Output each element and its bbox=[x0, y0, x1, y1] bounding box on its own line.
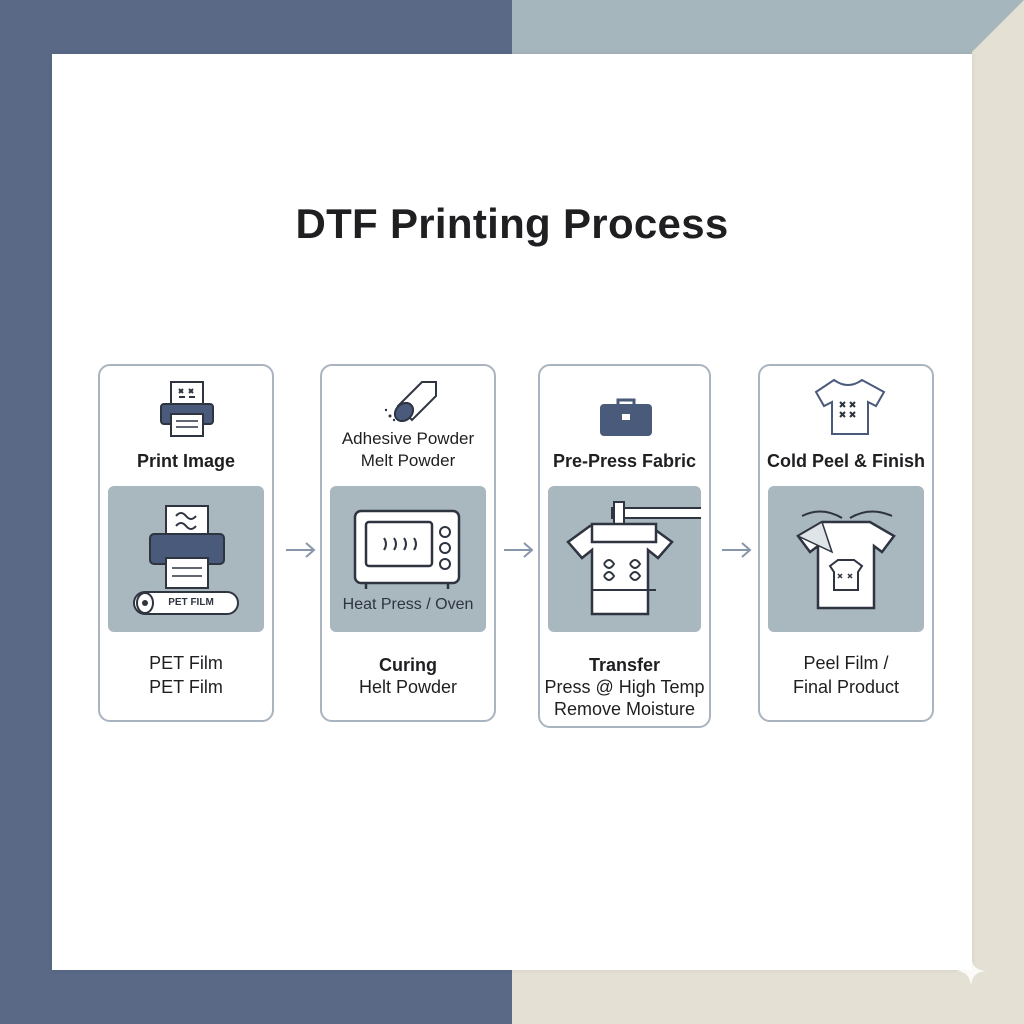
film-roll-label: PET FILM bbox=[168, 597, 214, 608]
printer-film-illustration bbox=[149, 505, 225, 589]
film-roll-icon bbox=[133, 591, 239, 615]
step-illustration-panel: PET FILM bbox=[108, 486, 264, 632]
background-cream-strip bbox=[972, 52, 1024, 512]
sparkle-icon bbox=[956, 956, 986, 986]
powder-shaker-icon bbox=[384, 381, 437, 422]
step-caption-1: Press @ High Temp bbox=[544, 677, 705, 697]
step-curing: Adhesive Powder Melt Powder Heat Press /… bbox=[320, 364, 496, 722]
step-heading: Pre-Press Fabric bbox=[552, 451, 697, 471]
step-caption-1: Peel Film / bbox=[803, 653, 889, 673]
arrow-right-icon bbox=[722, 542, 752, 558]
step-illustration-panel: Heat Press / Oven bbox=[330, 486, 486, 632]
arrow-right-icon bbox=[286, 542, 316, 558]
step-heading: Curing bbox=[379, 655, 437, 675]
step-top-line-1: Adhesive Powder bbox=[341, 429, 475, 448]
step-top-line-2: Melt Powder bbox=[360, 451, 456, 470]
printer-icon bbox=[160, 381, 214, 437]
toolbox-icon bbox=[600, 398, 652, 436]
step-caption-2: PET Film bbox=[149, 677, 223, 697]
page-title: DTF Printing Process bbox=[295, 200, 729, 247]
step-illustration-panel bbox=[548, 486, 701, 632]
step-illustration-panel bbox=[768, 486, 924, 632]
step-heading: Cold Peel & Finish bbox=[766, 451, 926, 471]
panel-label: Heat Press / Oven bbox=[342, 596, 474, 613]
step-caption-1: PET Film bbox=[149, 653, 223, 673]
step-caption-2: Final Product bbox=[792, 677, 900, 697]
step-subheading: Transfer bbox=[588, 655, 661, 675]
step-heading: Print Image bbox=[136, 451, 236, 471]
arrow-right-icon bbox=[504, 542, 534, 558]
heat-press-icon bbox=[566, 501, 701, 616]
step-print-image: Print Image PET FILM PET Film PET Film bbox=[98, 364, 274, 722]
step-transfer: Pre-Press Fabric Transfer Press @ High T… bbox=[538, 364, 711, 728]
step-caption-2: Remove Moisture bbox=[553, 699, 696, 719]
oven-icon bbox=[353, 509, 461, 589]
step-caption-1: Helt Powder bbox=[358, 677, 458, 697]
peeling-hands-icon bbox=[796, 510, 896, 610]
t-shirt-icon bbox=[814, 378, 886, 435]
step-cold-peel: Cold Peel & Finish Peel Film / Final Pro… bbox=[758, 364, 934, 722]
